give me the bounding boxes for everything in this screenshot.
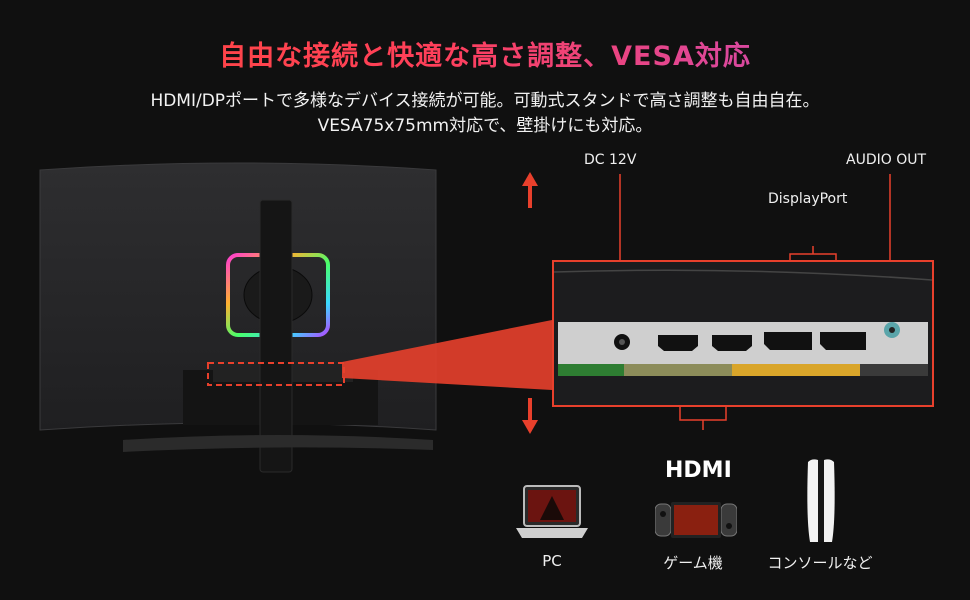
device-label-console: コンソールなど bbox=[767, 554, 873, 572]
zoom-wedge bbox=[342, 320, 552, 390]
subtitle-line-2: VESA75x75mm対応で、壁掛けにも対応。 bbox=[317, 116, 653, 136]
device-label-game: ゲーム機 bbox=[663, 554, 723, 572]
height-adjust-arrows bbox=[522, 172, 538, 434]
handheld-console-icon bbox=[654, 500, 738, 540]
monitor-illustration bbox=[39, 162, 437, 473]
dc-12v-label: DC 12V bbox=[584, 152, 637, 168]
hdmi-port-2-icon bbox=[712, 335, 752, 351]
audio-out-label: AUDIO OUT bbox=[846, 152, 927, 168]
arrow-up-icon bbox=[522, 172, 538, 186]
hdmi-port-1-icon bbox=[658, 335, 698, 351]
displayport-label: DisplayPort bbox=[768, 191, 848, 207]
monitor-rear-view bbox=[38, 160, 438, 480]
displayport-2-icon bbox=[820, 332, 866, 350]
subtitle-line-1: HDMI/DPポートで多様なデバイス接続が可能。可動式スタンドで高さ調整も自由自… bbox=[150, 91, 820, 111]
hdmi-heading: HDMI bbox=[665, 458, 732, 483]
ports-panel bbox=[552, 260, 934, 407]
device-label-pc: PC bbox=[542, 552, 562, 570]
page-title: 自由な接続と快適な高さ調整、VESA対応 bbox=[0, 34, 970, 73]
arrow-down-icon bbox=[522, 420, 538, 434]
displayport-1-icon bbox=[764, 332, 812, 350]
laptop-icon bbox=[516, 484, 588, 542]
home-console-icon bbox=[804, 458, 838, 544]
